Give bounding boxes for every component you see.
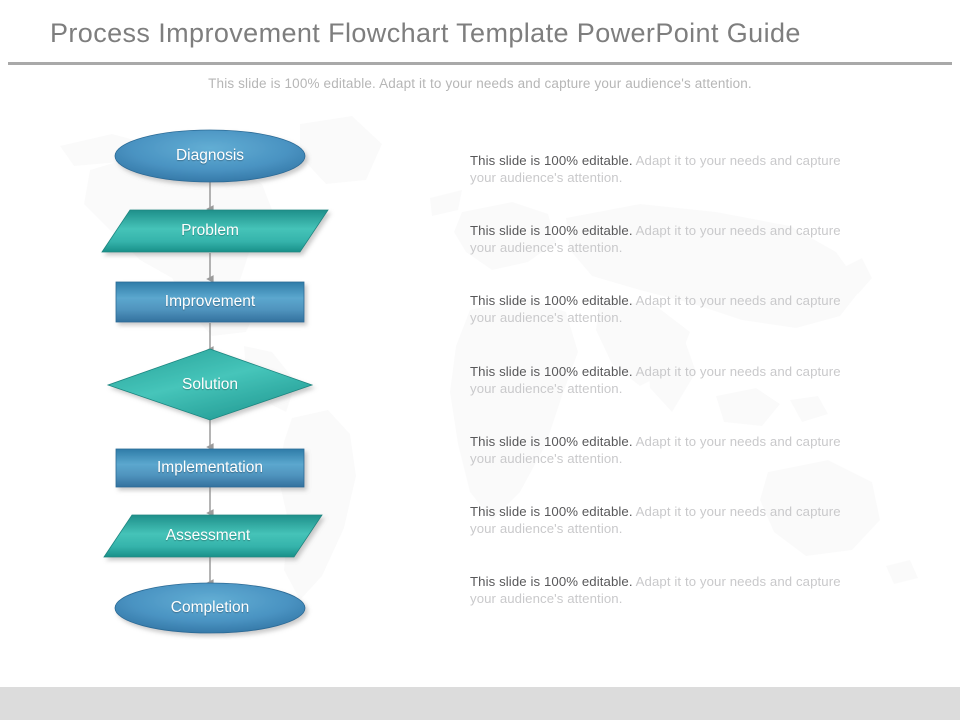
note-strong-text: This slide is 100% editable. — [470, 153, 633, 168]
note-strong-text: This slide is 100% editable. — [470, 434, 633, 449]
flow-shape-solution[interactable] — [106, 348, 314, 421]
note-strong-text: This slide is 100% editable. — [470, 293, 633, 308]
bottom-band — [0, 687, 960, 720]
title-divider — [8, 62, 952, 65]
note-item: This slide is 100% editable. Adapt it to… — [470, 573, 852, 607]
note-item: This slide is 100% editable. Adapt it to… — [470, 363, 852, 397]
note-item: This slide is 100% editable. Adapt it to… — [470, 152, 852, 186]
note-item: This slide is 100% editable. Adapt it to… — [470, 292, 852, 326]
note-strong-text: This slide is 100% editable. — [470, 364, 633, 379]
note-faint-text: Adapt it to your needs and capture your … — [470, 153, 841, 185]
flow-shape-implementation[interactable] — [115, 448, 305, 488]
flow-shape-completion[interactable] — [114, 582, 306, 634]
note-strong-text: This slide is 100% editable. — [470, 223, 633, 238]
flow-shape-problem[interactable] — [101, 209, 329, 253]
note-strong-text: This slide is 100% editable. — [470, 504, 633, 519]
slide-title: Process Improvement Flowchart Template P… — [50, 18, 801, 48]
flow-shape-diagnosis[interactable] — [114, 129, 306, 183]
note-strong-text: This slide is 100% editable. — [470, 574, 633, 589]
note-faint-text: Adapt it to your needs and capture your … — [470, 293, 841, 325]
flow-shape-assessment[interactable] — [103, 514, 323, 558]
flow-shape-improvement[interactable] — [115, 281, 305, 323]
note-faint-text: Adapt it to your needs and capture your … — [470, 504, 841, 536]
note-faint-text: Adapt it to your needs and capture your … — [470, 223, 841, 255]
note-item: This slide is 100% editable. Adapt it to… — [470, 433, 852, 467]
note-item: This slide is 100% editable. Adapt it to… — [470, 222, 852, 256]
note-faint-text: Adapt it to your needs and capture your … — [470, 434, 841, 466]
slide-subtitle: This slide is 100% editable. Adapt it to… — [208, 76, 752, 91]
note-faint-text: Adapt it to your needs and capture your … — [470, 574, 841, 606]
note-faint-text: Adapt it to your needs and capture your … — [470, 364, 841, 396]
flowchart: Diagnosis Problem Improvement Solution I… — [60, 125, 380, 640]
note-item: This slide is 100% editable. Adapt it to… — [470, 503, 852, 537]
